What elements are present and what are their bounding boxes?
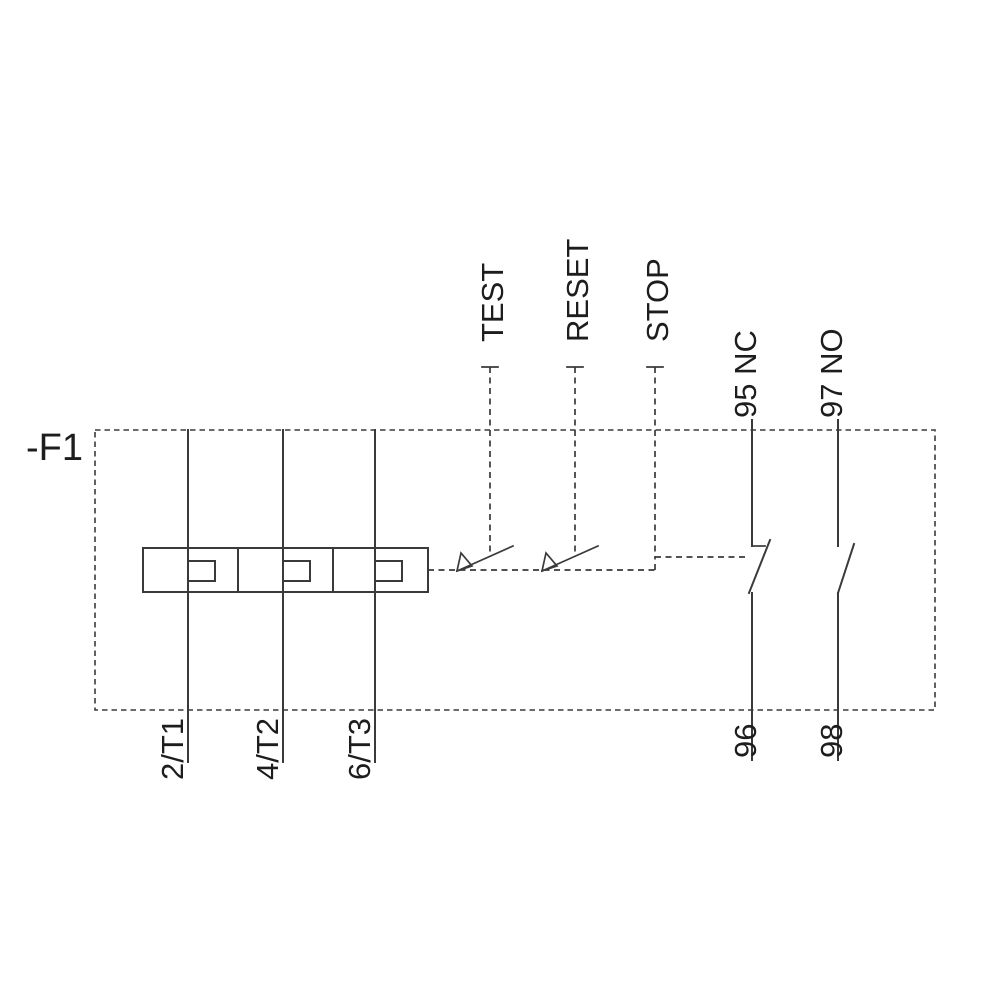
nc-moving-blade [747, 538, 772, 595]
heater-block-outline [142, 547, 429, 593]
no-contact-97-98: 97 NO 98 [814, 328, 856, 761]
nc-contact-top-label: 95 NC [728, 330, 763, 418]
device-boundary-box [94, 429, 936, 711]
test-label: TEST [475, 263, 510, 342]
reset-lever [540, 544, 600, 573]
terminal-6t3-label: 6/T3 [342, 718, 377, 780]
stop-label: STOP [640, 258, 675, 342]
no-contact-top-label: 97 NO [814, 328, 849, 418]
test-lever [455, 544, 515, 573]
reset-lever-triangle-icon [540, 551, 559, 573]
device-label: -F1 [26, 427, 83, 469]
thermal-overload-elements [142, 547, 429, 593]
heater-notch-2 [282, 560, 311, 582]
terminal-4t2-label: 4/T2 [250, 718, 285, 780]
stop-actuator: STOP [640, 258, 675, 557]
reset-label: RESET [560, 239, 595, 342]
test-lever-triangle-icon [455, 551, 474, 573]
mechanical-linkage [428, 556, 748, 571]
no-contact-bottom-label: 98 [814, 724, 849, 758]
no-moving-blade [836, 542, 856, 595]
heater-notch-3 [374, 560, 403, 582]
terminal-2t1-label: 2/T1 [155, 718, 190, 780]
main-terminal-labels: 2/T1 4/T2 6/T3 [155, 718, 377, 780]
nc-contact-bottom-label: 96 [728, 724, 763, 758]
reset-actuator: RESET [540, 239, 600, 573]
pole-conductors [187, 429, 376, 763]
nc-contact-95-96: 95 NC 96 [728, 330, 772, 761]
test-actuator: TEST [455, 263, 515, 573]
heater-notch-1 [187, 560, 216, 582]
